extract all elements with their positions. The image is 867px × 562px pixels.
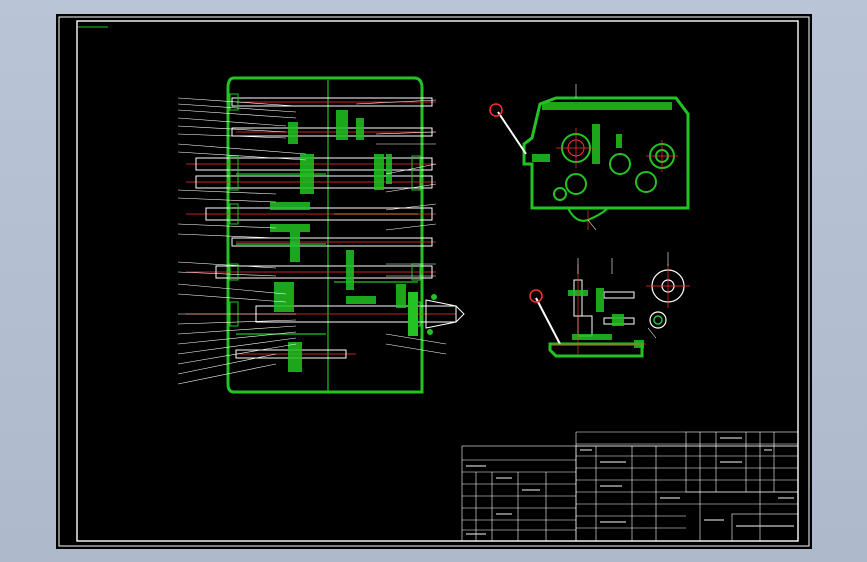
side-hatch (532, 102, 672, 164)
cad-viewport[interactable] (56, 14, 812, 549)
title-block-cols (475, 432, 775, 541)
lever-mechanism-section (529, 252, 690, 358)
title-block-upper (575, 445, 799, 542)
housing-inner-wall (236, 80, 418, 392)
title-block-text-marks (466, 437, 794, 535)
lever-housing-outline (548, 342, 644, 358)
lever-wheel-accent (653, 315, 663, 325)
leader-lines-right (355, 99, 447, 355)
lever-section-markers (577, 252, 669, 339)
lever-wheels (649, 269, 685, 329)
title-block-rows (462, 443, 798, 531)
side-centerlines (556, 128, 678, 230)
side-housing-outline (522, 96, 690, 210)
spindle-nose (425, 299, 465, 329)
lever-knob (489, 103, 503, 117)
gear-blocks (270, 110, 406, 372)
lever-handle (535, 297, 561, 345)
gearbox-side-section (489, 84, 690, 231)
outer-frame (58, 16, 810, 547)
gearbox-main-section (177, 76, 465, 394)
side-gears (553, 133, 675, 201)
side-section-markers (575, 84, 597, 231)
lever-centerlines (552, 264, 690, 354)
lever-handle-knob (529, 289, 543, 303)
cad-drawing-canvas (58, 16, 810, 547)
spindle-detail (408, 292, 437, 336)
title-block (461, 431, 799, 542)
title-block-name-cell (731, 513, 799, 542)
shift-lever (497, 111, 527, 155)
housing-outline (226, 76, 424, 394)
leader-lines-left (177, 97, 307, 385)
inner-frame (76, 20, 799, 542)
